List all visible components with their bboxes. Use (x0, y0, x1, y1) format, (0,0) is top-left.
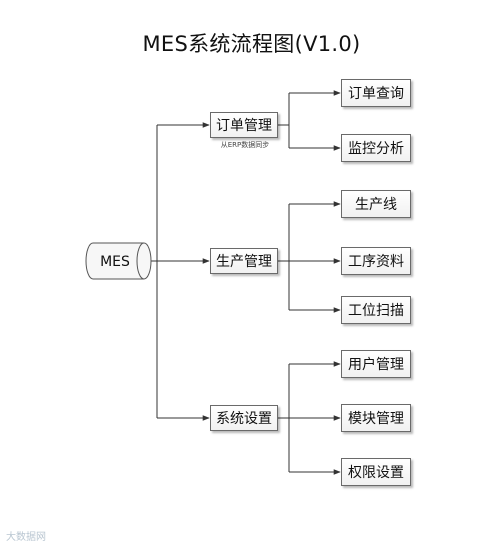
root-cylinder-shape (85, 242, 152, 280)
watermark-text: 大数据网 (6, 532, 46, 543)
node-order-management: 订单管理 (210, 112, 278, 138)
node-label: 用户管理 (348, 357, 404, 373)
node-order-query: 订单查询 (341, 79, 411, 107)
node-label: 监控分析 (348, 141, 404, 157)
node-label: 生产管理 (216, 254, 272, 270)
node-label: 工位扫描 (348, 303, 404, 319)
node-label: 生产线 (355, 197, 397, 213)
node-system-settings: 系统设置 (210, 405, 278, 431)
diagram-title: MES系统流程图(V1.0) (142, 32, 361, 56)
node-monitor-analysis: 监控分析 (341, 134, 411, 162)
node-label: 系统设置 (216, 411, 272, 427)
node-label: 权限设置 (348, 465, 404, 481)
node-user-management: 用户管理 (341, 350, 411, 378)
node-label: 工序资料 (348, 254, 404, 270)
node-permission-settings: 权限设置 (341, 458, 411, 486)
node-station-scan: 工位扫描 (341, 296, 411, 324)
node-module-management: 模块管理 (341, 404, 411, 432)
node-production-management: 生产管理 (210, 248, 278, 274)
node-label: 订单管理 (216, 118, 272, 134)
node-note: 从ERP数据同步 (220, 141, 270, 149)
node-production-line: 生产线 (341, 190, 411, 218)
node-process-data: 工序资料 (341, 247, 411, 275)
node-label: 订单查询 (348, 86, 404, 102)
root-node-label: MES (100, 254, 130, 270)
node-label: 模块管理 (348, 411, 404, 427)
